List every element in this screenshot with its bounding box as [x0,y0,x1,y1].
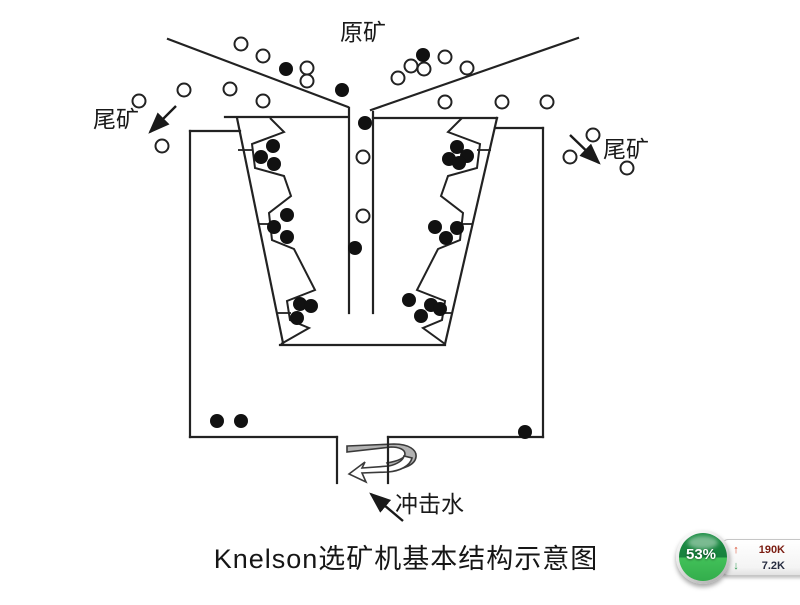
tailings-left-label: 尾矿 [93,107,139,132]
light-particle [355,208,371,224]
heavy-particle [279,62,293,76]
heavy-particle [414,309,428,323]
download-row: ↓ 7.2K [729,558,800,574]
diagram-caption: Knelson选矿机基本结构示意图 [213,544,599,574]
light-particle [299,60,315,76]
light-particle [585,127,601,143]
light-particle [222,81,238,97]
heavy-particle [266,139,280,153]
feed-tube [347,106,375,315]
flush-water-label: 冲击水 [395,492,464,517]
heavy-particle [428,220,442,234]
light-particle [299,73,315,89]
heavy-particle [304,299,318,313]
heavy-particle [439,231,453,245]
light-particle [233,36,249,52]
speed-ball-sphere [679,533,727,581]
light-particle [255,48,271,64]
heavy-particle [280,208,294,222]
light-particle [437,94,453,110]
download-arrow-icon: ↓ [733,560,739,572]
light-particle [403,58,419,74]
feed-label: 原矿 [340,20,386,45]
heavy-particle [450,221,464,235]
speed-percent: 53% [685,546,717,563]
speed-ball-gloss [688,536,718,549]
heavy-particle [267,220,281,234]
heavy-particle [234,414,248,428]
feed-hopper [166,36,580,112]
light-particle [459,60,475,76]
upload-arrow-icon: ↑ [733,544,739,556]
concentrate-cone [223,115,499,347]
speed-ball[interactable]: 53% [676,530,730,584]
heavy-particle [518,425,532,439]
light-particle [255,93,271,109]
upload-speed-value: 190K [758,544,785,556]
net-speed-widget[interactable]: ↑ 190K ↓ 7.2K 53% [676,528,800,586]
heavy-particle [433,302,447,316]
outer-housing [188,126,545,439]
flush-water-arrow [369,492,404,522]
light-particle [131,93,147,109]
heavy-particle [267,157,281,171]
light-particle [390,70,406,86]
download-speed-value: 7.2K [761,560,785,572]
upload-row: ↑ 190K [729,542,800,558]
light-particle [154,138,170,154]
light-particle [176,82,192,98]
heavy-particle [348,241,362,255]
heavy-particle [335,83,349,97]
heavy-particle [416,48,430,62]
tailings-right-label: 尾矿 [603,137,649,162]
heavy-particle [358,116,372,130]
water-inlet [335,435,390,485]
heavy-particle [450,140,464,154]
light-particle [437,49,453,65]
heavy-particle [290,311,304,325]
light-particle [539,94,555,110]
heavy-particle [293,297,307,311]
light-particle [494,94,510,110]
light-particle [619,160,635,176]
light-particle [562,149,578,165]
heavy-particle [280,230,294,244]
tailings-left-arrow [148,105,177,134]
heavy-particle [402,293,416,307]
heavy-particle [254,150,268,164]
particles-layer [131,36,635,439]
heavy-particle [210,414,224,428]
net-speed-panel[interactable]: ↑ 190K ↓ 7.2K [722,539,800,576]
light-particle [416,61,432,77]
rotation-arrow-icon [346,443,417,484]
light-particle [355,149,371,165]
heavy-particle [452,156,466,170]
tailings-right-arrow [569,134,601,165]
